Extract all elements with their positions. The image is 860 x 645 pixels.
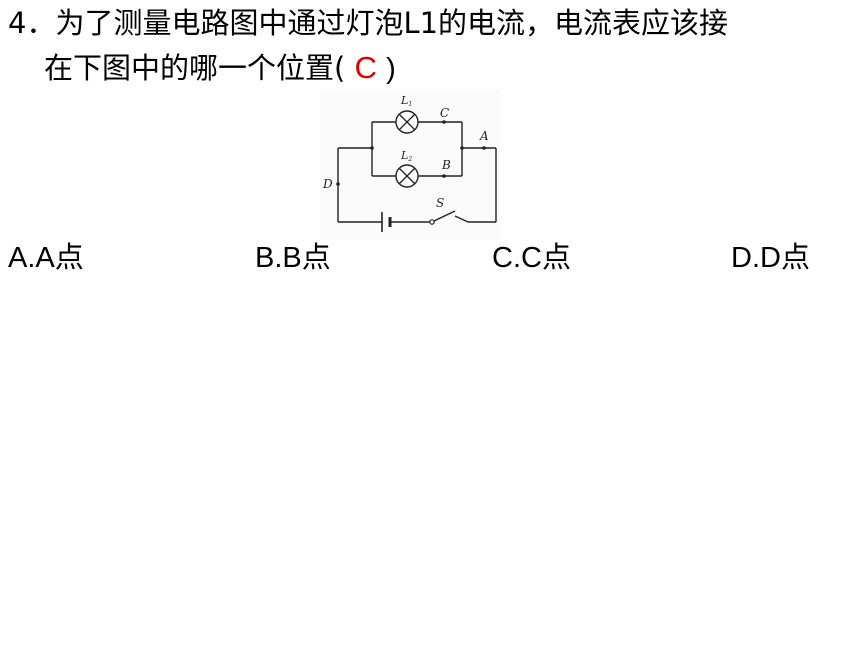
option-d-letter: D.D xyxy=(731,242,781,274)
option-a: A.A点 xyxy=(8,240,84,275)
question-line-1: 4．为了测量电路图中通过灯泡L1的电流，电流表应该接 xyxy=(8,6,729,40)
label-b: B xyxy=(441,158,451,172)
label-c: C xyxy=(440,106,449,120)
option-a-letter: A.A xyxy=(8,242,55,274)
answer-mark: C xyxy=(354,50,377,85)
question-line-2: 在下图中的哪一个位置( C ) xyxy=(44,51,396,86)
option-c-letter: C.C xyxy=(492,242,542,274)
closing-paren: ) xyxy=(386,53,396,85)
lamp-l1-icon xyxy=(395,110,419,134)
option-d: D.D点 xyxy=(731,240,810,275)
option-c-text: 点 xyxy=(541,240,571,274)
label-s: S xyxy=(436,196,444,210)
option-a-text: 点 xyxy=(54,240,84,274)
label-a: A xyxy=(479,129,489,143)
option-b-text: 点 xyxy=(301,240,331,274)
question-line-2-text: 在下图中的哪一个位置( xyxy=(44,51,346,85)
option-b-letter: B.B xyxy=(255,242,302,274)
option-c: C.C点 xyxy=(492,240,571,275)
circuit-diagram: L1 L2 C B A D S xyxy=(320,90,500,240)
option-b: B.B点 xyxy=(255,240,331,275)
label-d: D xyxy=(322,177,333,191)
lamp-l2-icon xyxy=(395,164,419,188)
option-d-text: 点 xyxy=(780,240,810,274)
label-l1: L1 xyxy=(400,94,412,108)
label-l2: L2 xyxy=(400,149,412,163)
